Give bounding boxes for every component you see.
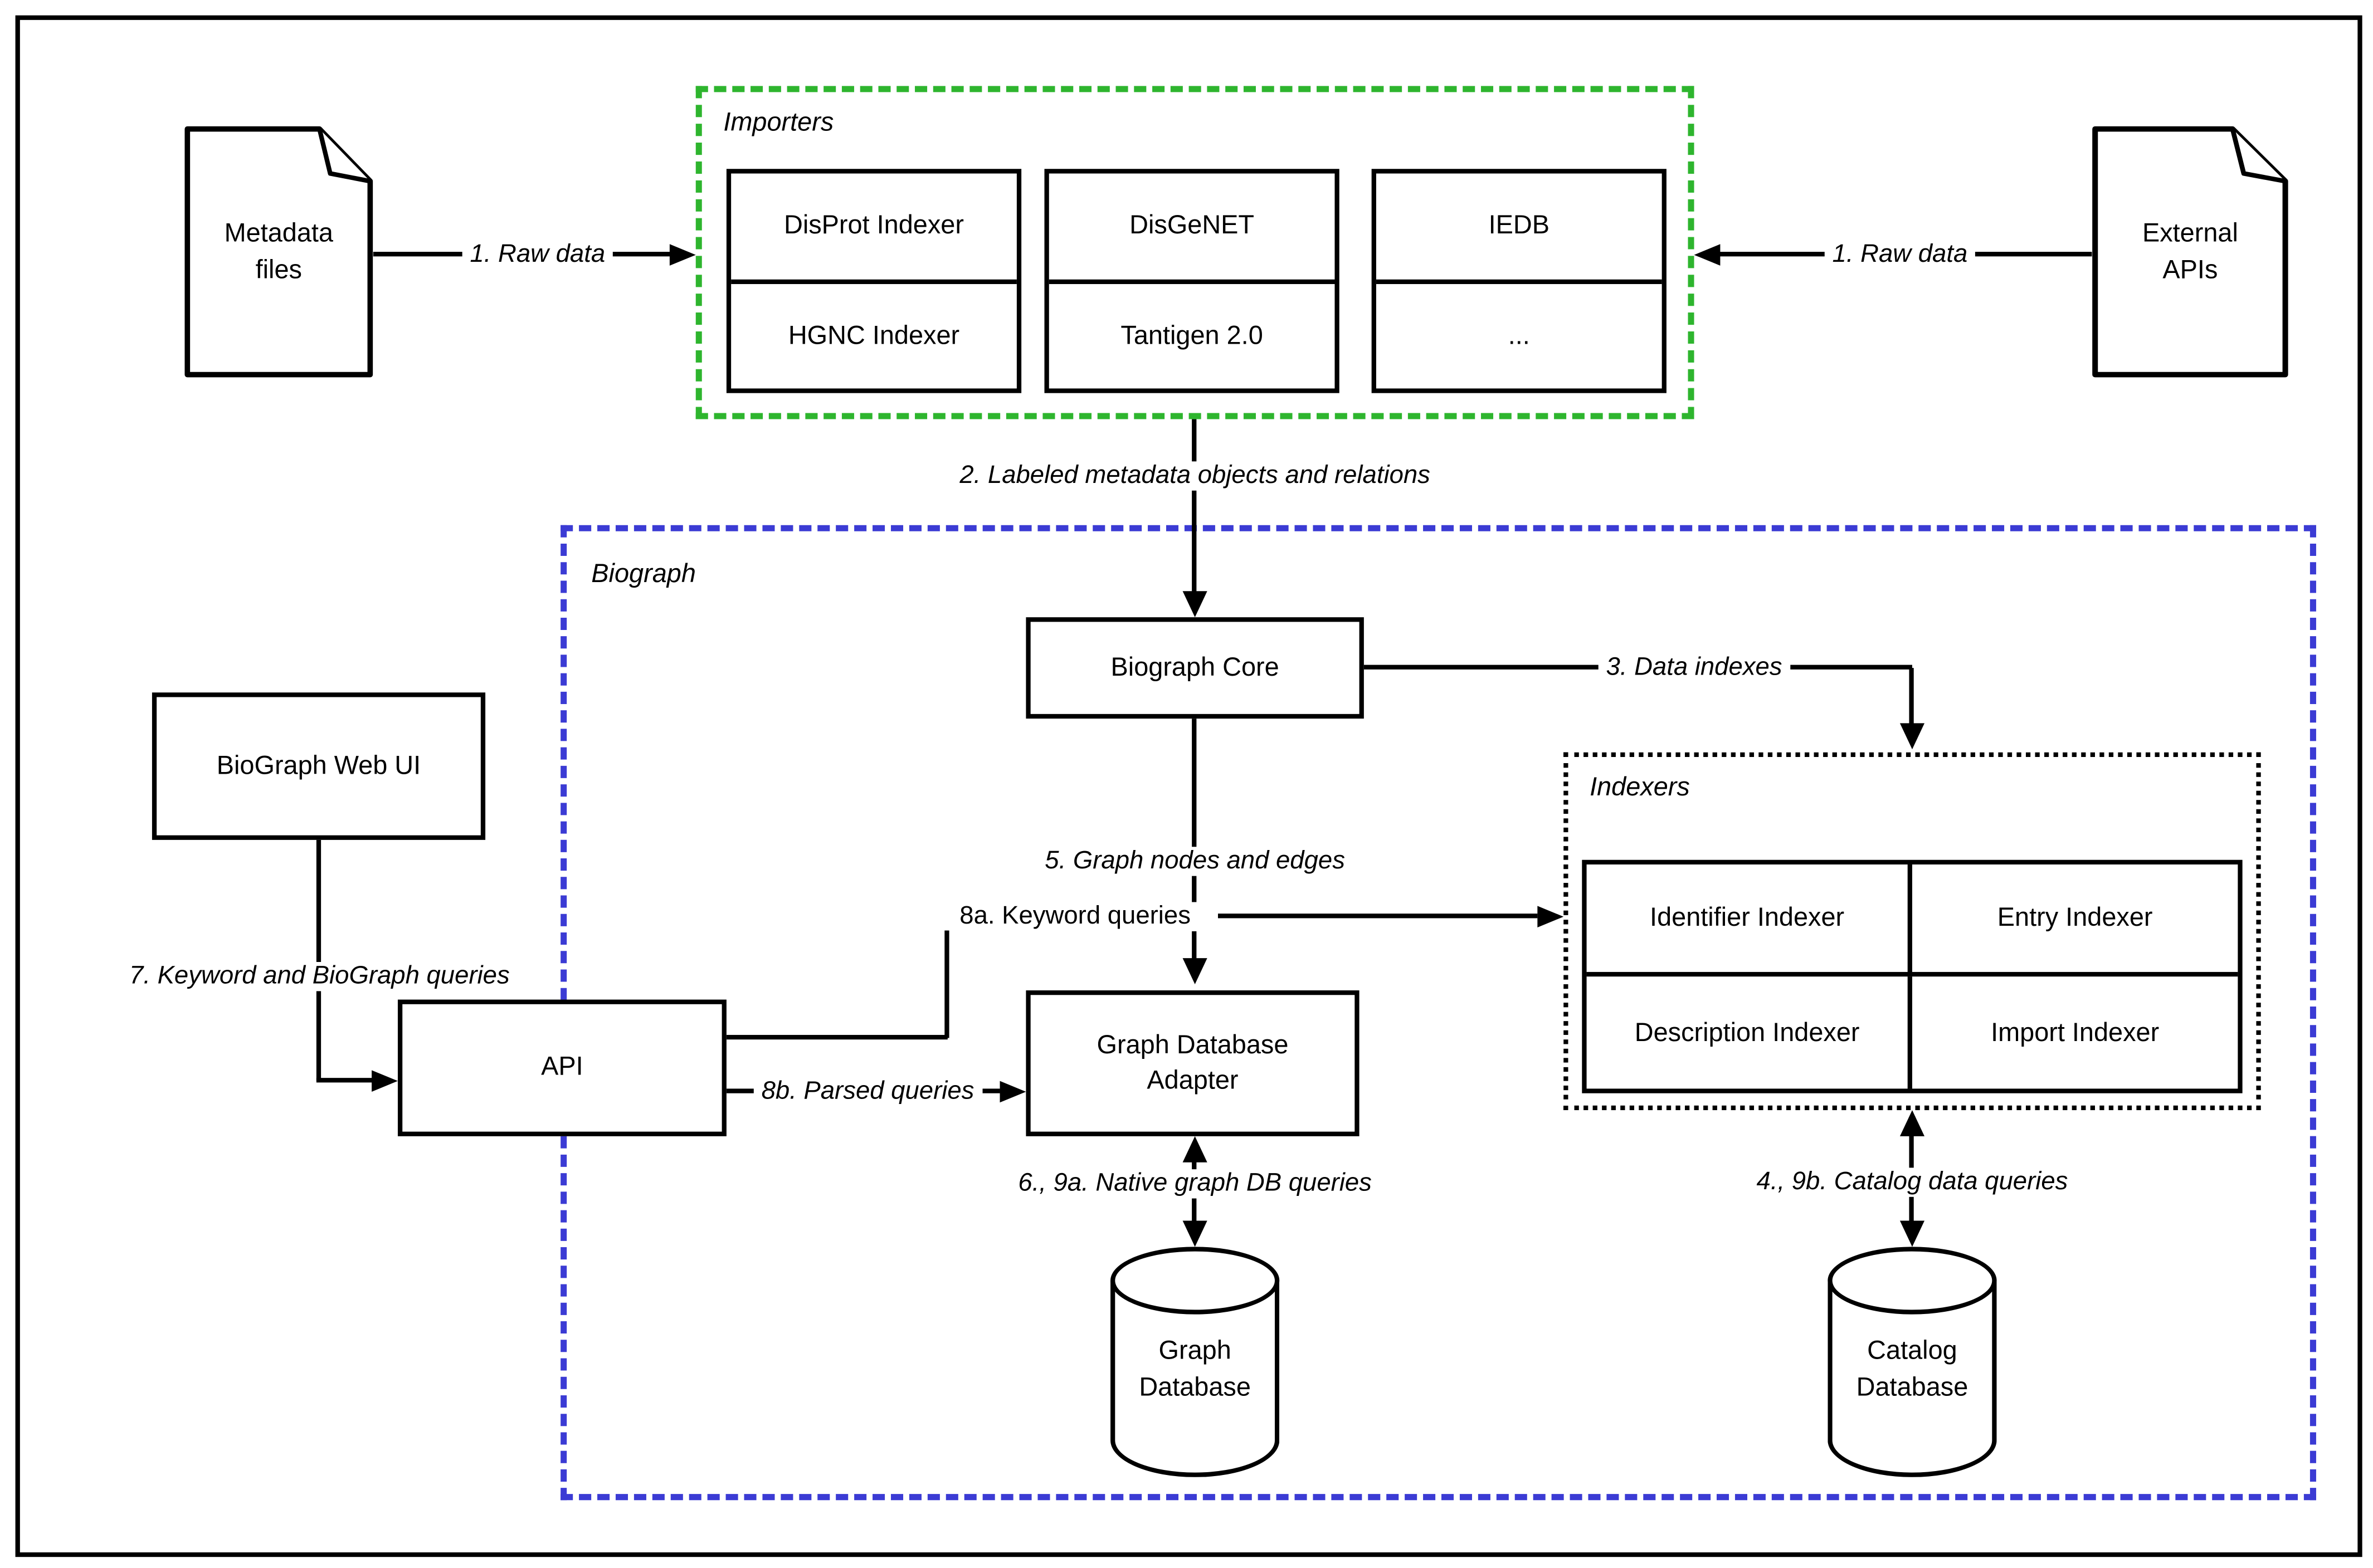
biograph-web-ui-node: BioGraph Web UI: [152, 692, 486, 840]
importer-cell-iedb: IEDB: [1376, 173, 1662, 284]
importers-container: Importers: [695, 86, 1694, 419]
indexer-cell-description: Description Indexer: [1587, 976, 1912, 1089]
arrowhead-down-icon: [1182, 1220, 1207, 1247]
edge-label-raw-data-left: 1. Raw data: [462, 240, 613, 270]
arrowhead-down-icon: [1899, 723, 1925, 750]
external-apis-document: External APIs: [2092, 126, 2288, 378]
indexer-cell-identifier: Identifier Indexer: [1586, 864, 1912, 977]
edge-keyword-queries-connector-h: [726, 1034, 948, 1040]
api-node: API: [397, 999, 727, 1136]
edge-label-keyword-biograph: 7. Keyword and BioGraph queries: [121, 962, 518, 991]
external-apis-label: External APIs: [2142, 218, 2238, 284]
arrowhead-right-icon: [1000, 1081, 1026, 1103]
arrowhead-right-icon: [372, 1070, 398, 1092]
edge-label-data-indexes: 3. Data indexes: [1598, 653, 1790, 683]
importer-cell-hgnc: HGNC Indexer: [788, 320, 960, 350]
cylinder-top-ellipse: [1110, 1247, 1280, 1315]
importer-cell-disprot: DisProt Indexer: [731, 173, 1017, 284]
indexers-container: Indexers: [1563, 752, 2261, 1111]
cylinder-top-ellipse: [1828, 1247, 1997, 1315]
arrowhead-down-icon: [1182, 958, 1207, 984]
edge-keyword-biograph-vline: [316, 839, 321, 1081]
edge-keyword-biograph-hline: [316, 1078, 379, 1083]
edge-keyword-queries-connector-v: [944, 930, 949, 1038]
edge-label-parsed-queries: 8b. Parsed queries: [753, 1077, 982, 1107]
edge-label-native-queries: 6., 9a. Native graph DB queries: [1010, 1169, 1380, 1199]
importer-column-3: IEDB ...: [1371, 169, 1667, 393]
graph-database-label: Graph Database: [1139, 1336, 1251, 1402]
indexers-title: Indexers: [1590, 772, 1690, 802]
edge-label-graph-nodes: 5. Graph nodes and edges: [1037, 847, 1353, 876]
edge-label-labeled-metadata: 2. Labeled metadata objects and relation…: [952, 461, 1438, 491]
arrowhead-up-icon: [1182, 1136, 1207, 1162]
importer-column-1: DisProt Indexer HGNC Indexer: [726, 169, 1022, 393]
edge-labeled-metadata-line: [1192, 419, 1197, 594]
arrowhead-left-icon: [1694, 244, 1721, 266]
graph-db-adapter-node: Graph Database Adapter: [1026, 990, 1360, 1136]
arrowhead-up-icon: [1899, 1110, 1925, 1136]
indexer-cell-entry: Entry Indexer: [1912, 864, 2238, 977]
edge-data-indexes-vline: [1909, 668, 1914, 731]
catalog-database-cylinder: Catalog Database: [1828, 1247, 1997, 1477]
document-shape-icon: [184, 126, 373, 378]
edge-graph-nodes-line: [1192, 719, 1197, 966]
metadata-files-document: Metadata files: [184, 126, 373, 378]
importer-cell-tantigen: Tantigen 2.0: [1120, 320, 1263, 350]
edge-label-raw-data-right: 1. Raw data: [1824, 240, 1976, 270]
arrowhead-down-icon: [1899, 1220, 1925, 1247]
metadata-files-label: Metadata files: [224, 218, 334, 284]
edge-label-keyword-queries: 8a. Keyword queries: [952, 902, 1198, 931]
importer-column-2: DisGeNET Tantigen 2.0: [1044, 169, 1339, 393]
importer-cell-disgenet: DisGeNET: [1049, 173, 1335, 284]
graph-database-cylinder: Graph Database: [1110, 1247, 1280, 1477]
importer-cell-more: ...: [1508, 320, 1530, 350]
arrowhead-right-icon: [669, 244, 696, 266]
indexer-cell-import: Import Indexer: [1991, 1017, 2160, 1047]
edge-label-catalog-queries: 4., 9b. Catalog data queries: [1748, 1168, 2076, 1197]
importers-title: Importers: [723, 107, 834, 137]
biograph-core-node: Biograph Core: [1026, 617, 1364, 719]
edge-keyword-queries-line: [1217, 914, 1538, 919]
arrowhead-down-icon: [1182, 591, 1207, 618]
document-shape-icon: [2092, 126, 2288, 378]
arrowhead-right-icon: [1537, 906, 1564, 927]
diagram-outer-border: [15, 15, 2362, 1557]
catalog-database-label: Catalog Database: [1856, 1336, 1968, 1402]
indexers-table: Identifier Indexer Entry Indexer Descrip…: [1582, 859, 2243, 1093]
biograph-title: Biograph: [591, 559, 696, 588]
